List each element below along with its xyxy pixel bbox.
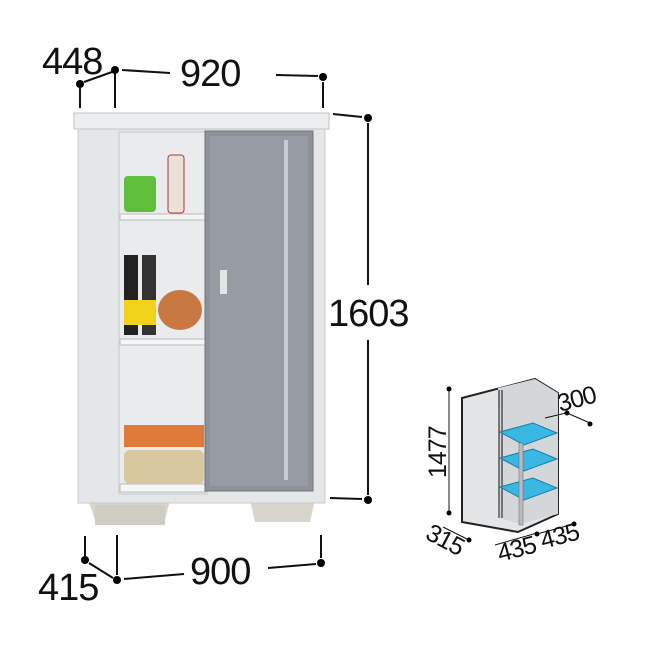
seed-bags [124,425,204,447]
flower-pot [158,290,202,330]
door-lock [220,270,227,294]
interior-height-label: 1477 [424,426,452,478]
interior-width-right-label: 435 [537,518,582,555]
dimension-lines [76,66,372,584]
depth-base-label: 415 [38,567,98,609]
interior-depth-label: 315 [421,519,468,562]
width-top-label: 920 [180,53,240,95]
depth-top-label: 448 [42,41,102,83]
watering-can [124,176,156,212]
interior-width-left-label: 435 [494,531,539,568]
width-base-label: 900 [190,551,250,593]
shelf-depth-label: 300 [554,381,599,418]
interior-shelf-diagram [442,377,593,546]
concrete-base-blocks [88,500,315,525]
height-label: 1603 [328,293,409,335]
spray-bottle [167,154,185,214]
sliding-door [204,130,314,492]
